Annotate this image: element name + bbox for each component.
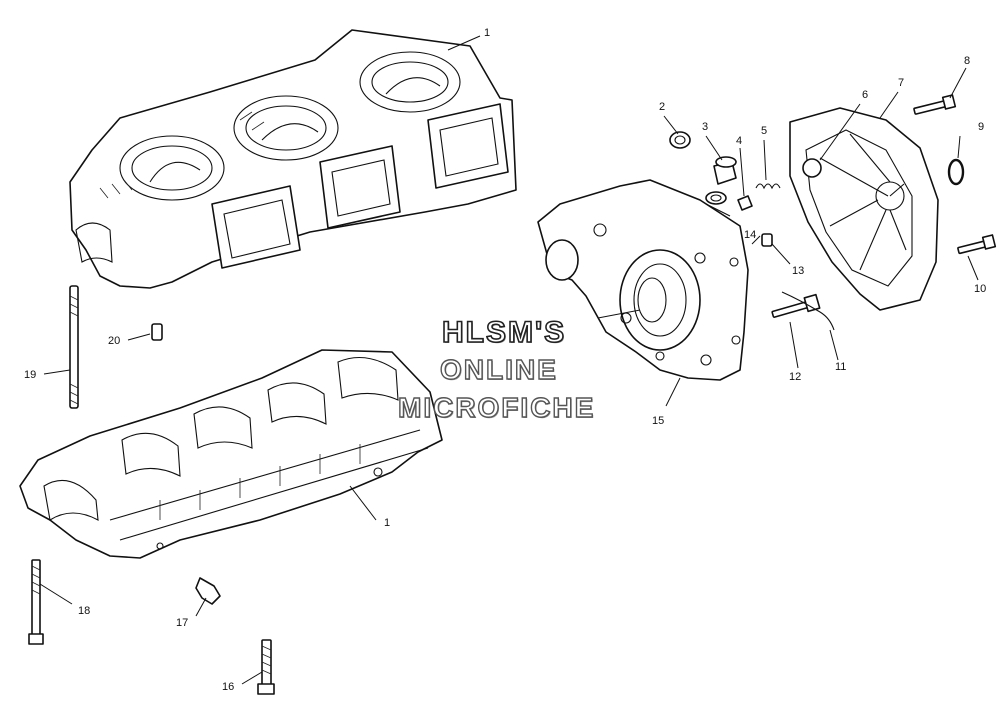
callout-18: 18 — [78, 605, 91, 617]
callout-1-upper: 1 — [484, 27, 491, 39]
callout-11: 11 — [835, 361, 847, 373]
callout-12: 12 — [789, 371, 802, 383]
leader-lines — [39, 35, 979, 685]
gasket-11 — [781, 291, 835, 331]
callout-2: 2 — [659, 101, 666, 113]
seal-4 — [705, 191, 753, 211]
callout-6: 6 — [862, 89, 869, 101]
bolt-18 — [28, 559, 44, 645]
stud-19 — [69, 285, 79, 409]
callout-10: 10 — [974, 283, 987, 295]
dowel-pin-20 — [151, 323, 163, 341]
cap-3 — [713, 156, 737, 185]
magneto-housing — [537, 179, 749, 381]
pin-14 — [761, 233, 773, 247]
callout-1-lower: 1 — [384, 517, 391, 529]
callout-15: 15 — [652, 415, 665, 427]
callout-4: 4 — [736, 135, 743, 147]
callout-17: 17 — [176, 617, 189, 629]
watermark-line-2: ONLINE — [439, 353, 558, 385]
bolt-10 — [957, 234, 997, 255]
callout-8: 8 — [964, 55, 971, 67]
callout-13: 13 — [792, 265, 805, 277]
callout-5: 5 — [761, 125, 768, 137]
upper-crankcase — [69, 29, 517, 289]
callout-7: 7 — [898, 77, 905, 89]
callout-16: 16 — [222, 681, 235, 693]
o-ring-9 — [947, 158, 965, 186]
lower-crankcase — [19, 349, 443, 559]
magneto-cover — [789, 107, 939, 311]
callout-3: 3 — [702, 121, 709, 133]
bushing-2 — [669, 131, 691, 149]
bolt-16 — [257, 639, 275, 695]
callout-9: 9 — [978, 121, 985, 133]
callout-20: 20 — [108, 335, 121, 347]
bolt-8 — [913, 94, 957, 115]
callout-19: 19 — [24, 369, 37, 381]
spring-5 — [755, 183, 781, 190]
plug-17 — [195, 577, 221, 605]
watermark-line-1: HLSM'S — [441, 315, 567, 350]
watermark-line-3: MICROFICHE — [397, 391, 596, 423]
callout-14: 14 — [744, 229, 757, 241]
